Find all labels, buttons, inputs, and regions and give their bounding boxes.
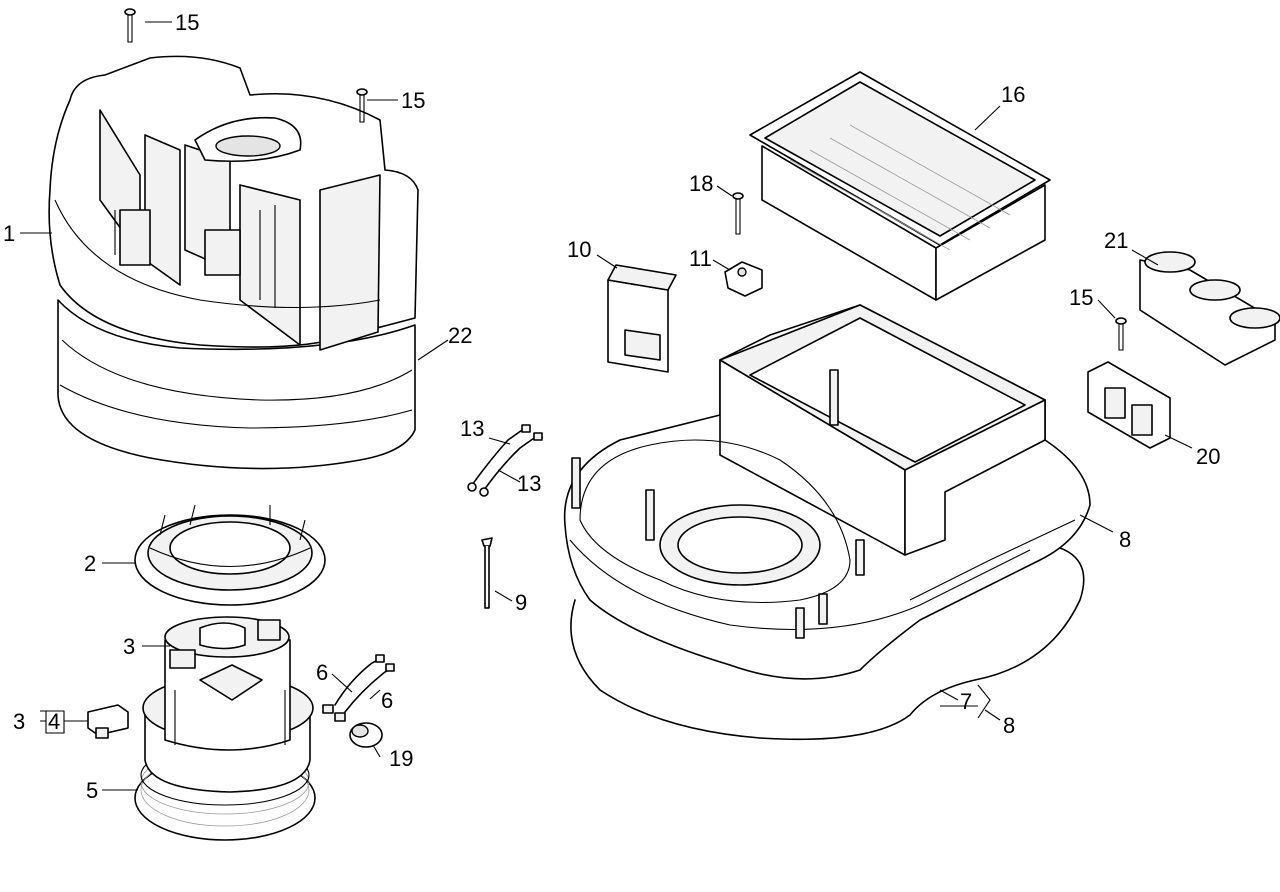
part-9-rod — [481, 537, 493, 609]
callout-22: 22 — [448, 323, 472, 348]
callout-13: 13 — [517, 471, 541, 496]
callout-15: 15 — [1069, 285, 1093, 310]
callout-18: 18 — [689, 171, 713, 196]
callout-15: 15 — [401, 88, 425, 113]
callout-1: 1 — [3, 221, 15, 246]
part-6-cables — [322, 654, 395, 722]
callout-8: 8 — [1003, 713, 1015, 738]
callout-8: 8 — [1119, 527, 1131, 552]
callout-3: 3 — [13, 709, 25, 734]
part-3-motor — [142, 616, 314, 793]
callout-13: 13 — [460, 416, 484, 441]
part-8-container — [563, 304, 1091, 680]
part-21-holder — [1139, 251, 1280, 366]
part-20-bracket — [1087, 361, 1171, 449]
part-10-module — [607, 264, 677, 373]
part-19-bushing — [349, 722, 383, 748]
callout-3: 3 — [123, 634, 135, 659]
callout-6: 6 — [381, 688, 393, 713]
part-16-filter — [749, 71, 1051, 301]
part-2-ring — [134, 504, 326, 606]
callout-11: 11 — [689, 246, 712, 271]
callout-10: 10 — [567, 237, 591, 262]
callout-7: 7 — [960, 689, 972, 714]
leader-lines — [20, 21, 1193, 791]
callout-9: 9 — [515, 590, 527, 615]
callout-15: 15 — [175, 10, 199, 35]
callout-16: 16 — [1001, 82, 1025, 107]
callout-4: 4 — [48, 709, 60, 734]
part-11-clip — [724, 261, 763, 297]
callout-19: 19 — [389, 746, 413, 771]
part-13-cables — [467, 424, 543, 497]
callout-21: 21 — [1104, 228, 1128, 253]
callout-6: 6 — [316, 660, 328, 685]
part-22-lower-housing — [57, 299, 416, 470]
part-18-screw — [732, 192, 744, 235]
callout-5: 5 — [86, 778, 98, 803]
callout-20: 20 — [1196, 444, 1220, 469]
callout-labels: 1 15 15 22 2 3 3 4 5 6 6 19 13 13 9 10 1… — [3, 10, 1220, 803]
part-1-motor-head — [48, 55, 419, 351]
part-15-screws — [124, 8, 1127, 351]
part-4-brush — [87, 704, 129, 739]
callout-2: 2 — [84, 551, 96, 576]
